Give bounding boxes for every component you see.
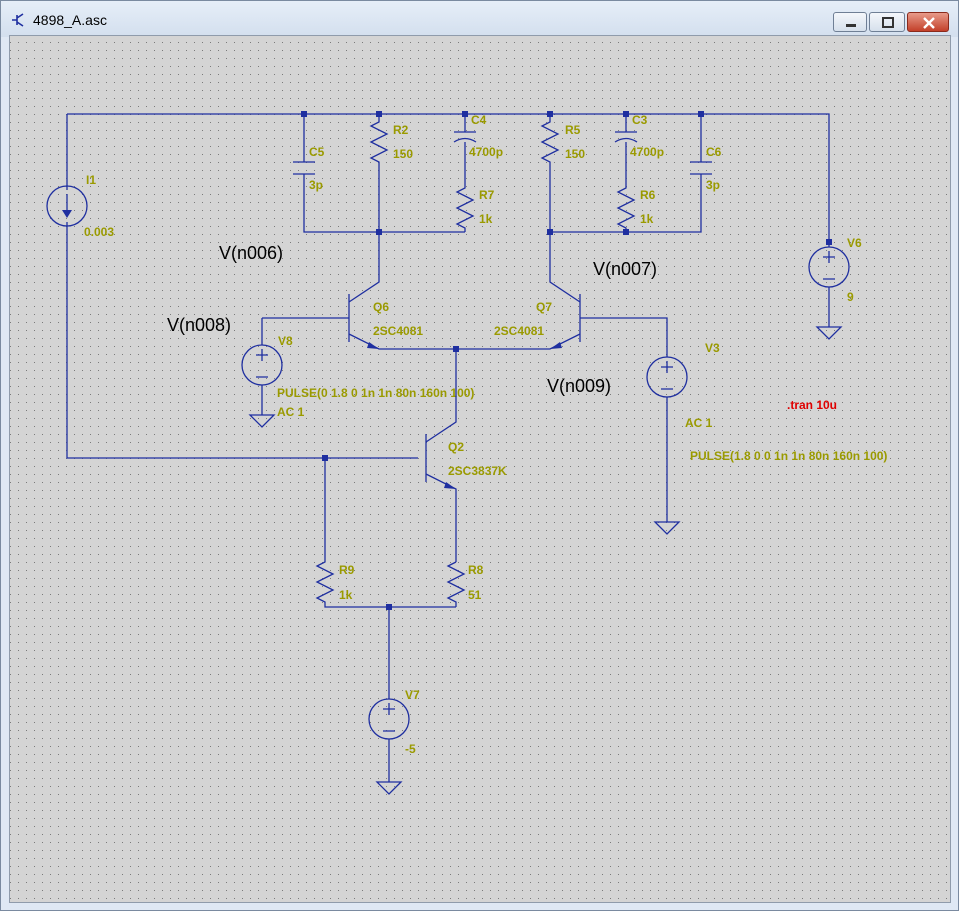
r8-name: R8: [468, 563, 484, 577]
v3-ac: AC 1: [685, 416, 713, 430]
r7-value: 1k: [479, 212, 493, 226]
resistor-r2[interactable]: R2 150: [369, 114, 413, 232]
spice-directive[interactable]: .tran 10u: [787, 398, 837, 412]
r2-name: R2: [393, 123, 409, 137]
c6-name: C6: [706, 145, 722, 159]
resistor-r7[interactable]: R7 1k: [455, 182, 495, 232]
resistor-r9[interactable]: R9 1k: [315, 458, 456, 608]
r9-value: 1k: [339, 588, 353, 602]
voltage-source-v8[interactable]: V8 PULSE(0 1.8 0 1n 1n 80n 160n 100) AC …: [241, 318, 474, 428]
maximize-button[interactable]: [869, 12, 905, 32]
v6-name: V6: [847, 236, 862, 250]
voltage-source-v6[interactable]: V6 9: [808, 236, 862, 340]
q6-name: Q6: [373, 300, 389, 314]
resistor-r6[interactable]: R6 1k: [616, 182, 656, 232]
window-title: 4898_A.asc: [33, 12, 107, 28]
c4-value: 4700p: [469, 145, 503, 159]
voltage-source-v3[interactable]: V3 AC 1 PULSE(1.8 0 0 1n 1n 80n 160n 100…: [646, 341, 887, 535]
supply-rail: [66, 113, 830, 459]
node-label-n007: V(n007): [593, 259, 657, 279]
r8-value: 51: [468, 588, 482, 602]
q2-name: Q2: [448, 440, 464, 454]
maximize-icon: [882, 17, 894, 28]
capacitor-c3[interactable]: C3 4700p: [614, 113, 664, 182]
capacitor-c5[interactable]: C5 3p: [293, 114, 465, 233]
title-bar[interactable]: 4898_A.asc: [1, 1, 958, 37]
r6-name: R6: [640, 188, 656, 202]
voltage-source-v7[interactable]: V7 -5: [368, 607, 420, 795]
q2-value: 2SC3837K: [448, 464, 507, 478]
r7-name: R7: [479, 188, 495, 202]
junction-dots: [301, 111, 832, 610]
capacitor-c6[interactable]: C6 3p: [690, 114, 722, 192]
transistor-q7[interactable]: Q7 2SC4081: [494, 232, 668, 357]
i1-value: 0.003: [84, 225, 114, 239]
r5-value: 150: [565, 147, 585, 161]
node-label-n009: V(n009): [547, 376, 611, 396]
schematic-canvas[interactable]: I1 0.003 C5 3p R2 150 C4: [9, 35, 951, 903]
minimize-icon: [846, 24, 856, 27]
q7-name: Q7: [536, 300, 552, 314]
r6-value: 1k: [640, 212, 654, 226]
v7-value: -5: [405, 742, 416, 756]
q6-value: 2SC4081: [373, 324, 423, 338]
c5-name: C5: [309, 145, 325, 159]
v7-name: V7: [405, 688, 420, 702]
v8-name: V8: [278, 334, 293, 348]
v8-pulse: PULSE(0 1.8 0 1n 1n 80n 160n 100): [277, 386, 474, 400]
close-icon: [923, 17, 935, 29]
node-label-n008: V(n008): [167, 315, 231, 335]
v3-name: V3: [705, 341, 720, 355]
c3-value: 4700p: [630, 145, 664, 159]
resistor-r5[interactable]: R5 150: [540, 114, 702, 233]
c5-value: 3p: [309, 178, 323, 192]
transistor-q2[interactable]: Q2 2SC3837K: [425, 349, 507, 562]
v3-pulse: PULSE(1.8 0 0 1n 1n 80n 160n 100): [690, 449, 887, 463]
q7-value: 2SC4081: [494, 324, 544, 338]
transistor-q6[interactable]: Q6 2SC4081: [262, 232, 581, 350]
r2-value: 150: [393, 147, 413, 161]
resistor-r8[interactable]: R8 51: [446, 561, 484, 607]
c3-name: C3: [632, 113, 648, 127]
minimize-button[interactable]: [833, 12, 867, 32]
schematic-icon: [12, 13, 24, 27]
v6-value: 9: [847, 290, 854, 304]
r5-name: R5: [565, 123, 581, 137]
current-source-i1[interactable]: I1 0.003: [46, 173, 114, 239]
grid-background: [10, 36, 950, 902]
v8-ac: AC 1: [277, 405, 305, 419]
c4-name: C4: [471, 113, 487, 127]
r9-name: R9: [339, 563, 355, 577]
close-button[interactable]: [907, 12, 949, 32]
c6-value: 3p: [706, 178, 720, 192]
i1-name: I1: [86, 173, 96, 187]
capacitor-c4[interactable]: C4 4700p: [453, 113, 503, 182]
node-label-n006: V(n006): [219, 243, 283, 263]
